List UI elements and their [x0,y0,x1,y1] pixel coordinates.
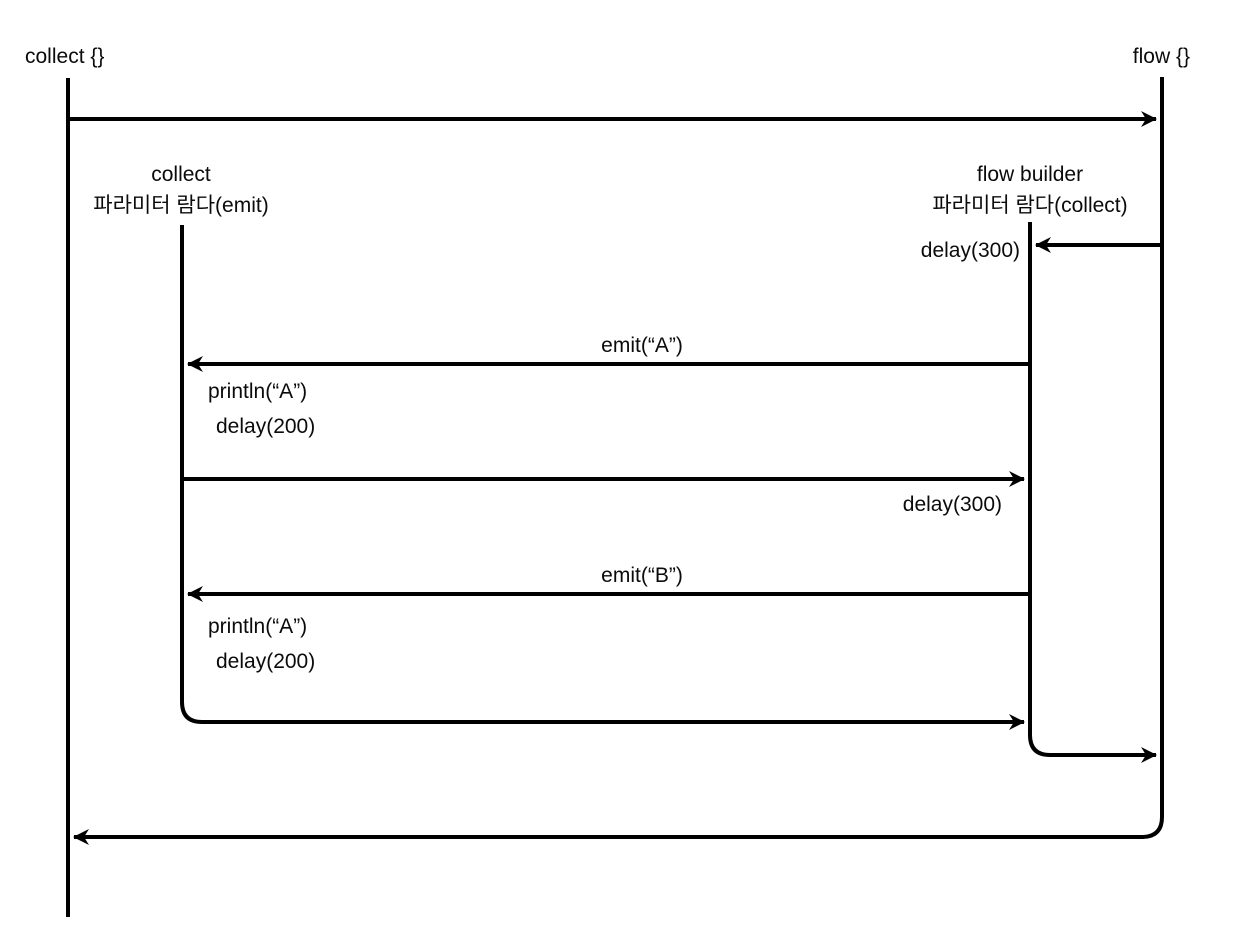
flow-builder-label-line1: flow builder [977,163,1083,186]
collect-lambda-lifeline-and-return-arrow [180,225,1025,730]
collect-lambda-label-line1: collect [151,163,211,186]
emit-b-label: emit(“B”) [601,564,683,587]
flow-header-label: flow {} [1133,45,1190,68]
delay300-first-label: delay(300) [921,239,1020,262]
flow-lifeline-and-return-arrow [73,77,1164,845]
collect-header-label: collect {} [25,45,104,68]
println-a-second-label: println(“A”) [208,615,307,638]
flow-builder-label-line2: 파라미터 람다(collect) [932,194,1127,217]
delay200-second-label: delay(200) [216,650,315,673]
collect-lambda-label-line2: 파라미터 람다(emit) [93,194,268,217]
delay300-second-label: delay(300) [903,493,1002,516]
delay200-first-label: delay(200) [216,415,315,438]
flow-builder-lifeline-and-return-arrow [1028,222,1157,763]
emit-a-label: emit(“A”) [601,334,683,357]
println-a-first-label: println(“A”) [208,380,307,403]
